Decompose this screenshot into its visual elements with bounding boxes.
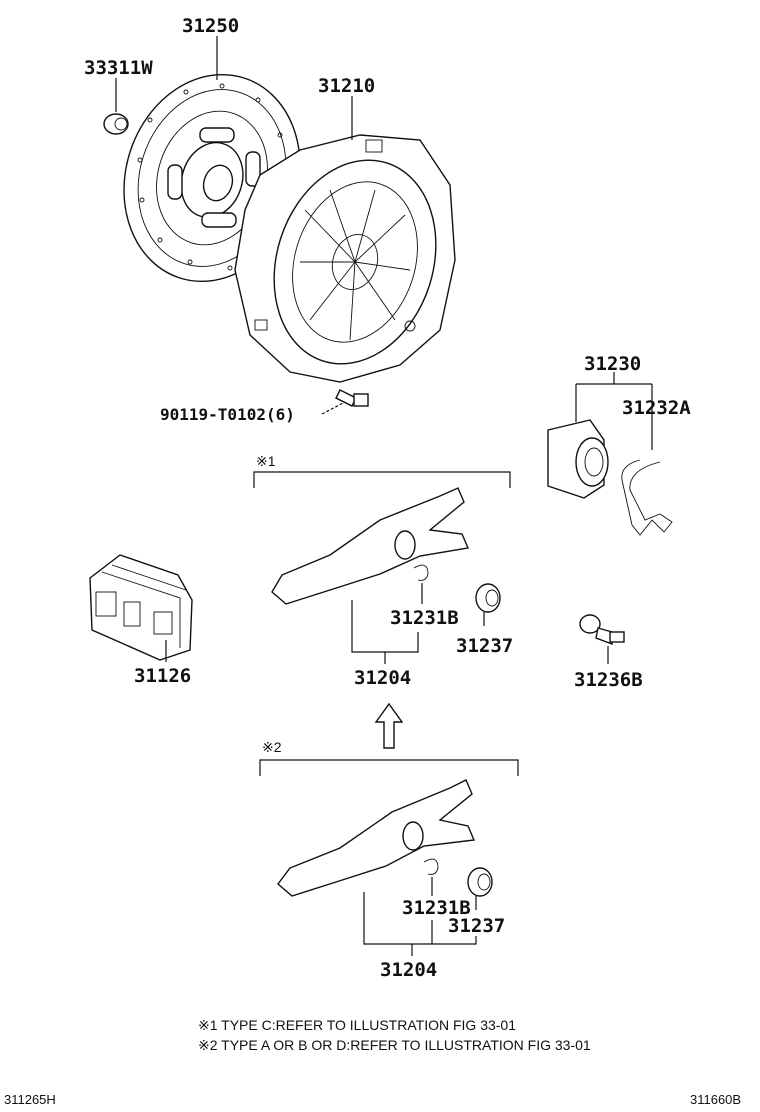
- fork-clip-upper-label: 31231B: [390, 607, 459, 629]
- bearing-clip[interactable]: [621, 459, 673, 536]
- cover-bolt[interactable]: [335, 389, 369, 407]
- clutch-disc-label: 31250: [182, 15, 239, 37]
- illustration-code-left: 311265H: [4, 1092, 56, 1107]
- bearing-clip-label: 31232A: [622, 397, 691, 419]
- pilot-bearing[interactable]: [103, 113, 129, 135]
- fork-upper-label: 31204: [354, 667, 411, 689]
- illustration-code-right: 311660B: [690, 1092, 741, 1107]
- release-fork-upper[interactable]: [271, 487, 469, 605]
- fork-clip-lower-label: 31231B: [402, 897, 471, 919]
- pivot-ball-label: 31236B: [574, 669, 643, 691]
- fork-clip-upper[interactable]: [413, 564, 429, 581]
- fork-seat-upper[interactable]: [475, 583, 501, 613]
- release-bearing-label: 31230: [584, 353, 641, 375]
- release-bearing[interactable]: [547, 419, 609, 499]
- cover-bolt-label: 90119-T0102(6): [160, 405, 295, 424]
- fork-clip-lower[interactable]: [423, 858, 439, 875]
- clutch-cover[interactable]: [234, 134, 461, 385]
- pilot-bearing-label: 33311W: [84, 57, 153, 79]
- clutch-cover-label: 31210: [318, 75, 375, 97]
- fork-seat-lower-label: 31237: [448, 915, 505, 937]
- fork-lower-label: 31204: [380, 959, 437, 981]
- fork-seat-upper-label: 31237: [456, 635, 513, 657]
- release-fork-lower[interactable]: [277, 779, 476, 897]
- up-arrow-icon: [374, 702, 404, 749]
- fork-boot[interactable]: [89, 554, 193, 661]
- pivot-ball[interactable]: [579, 614, 625, 646]
- group1-mark: ※1: [256, 453, 276, 469]
- fork-boot-label: 31126: [134, 665, 191, 687]
- group2-mark: ※2: [262, 739, 282, 755]
- note-type-abd: ※2 TYPE A OR B OR D:REFER TO ILLUSTRATIO…: [198, 1037, 591, 1053]
- fork-seat-lower[interactable]: [467, 867, 493, 897]
- note-type-c: ※1 TYPE C:REFER TO ILLUSTRATION FIG 33-0…: [198, 1017, 516, 1033]
